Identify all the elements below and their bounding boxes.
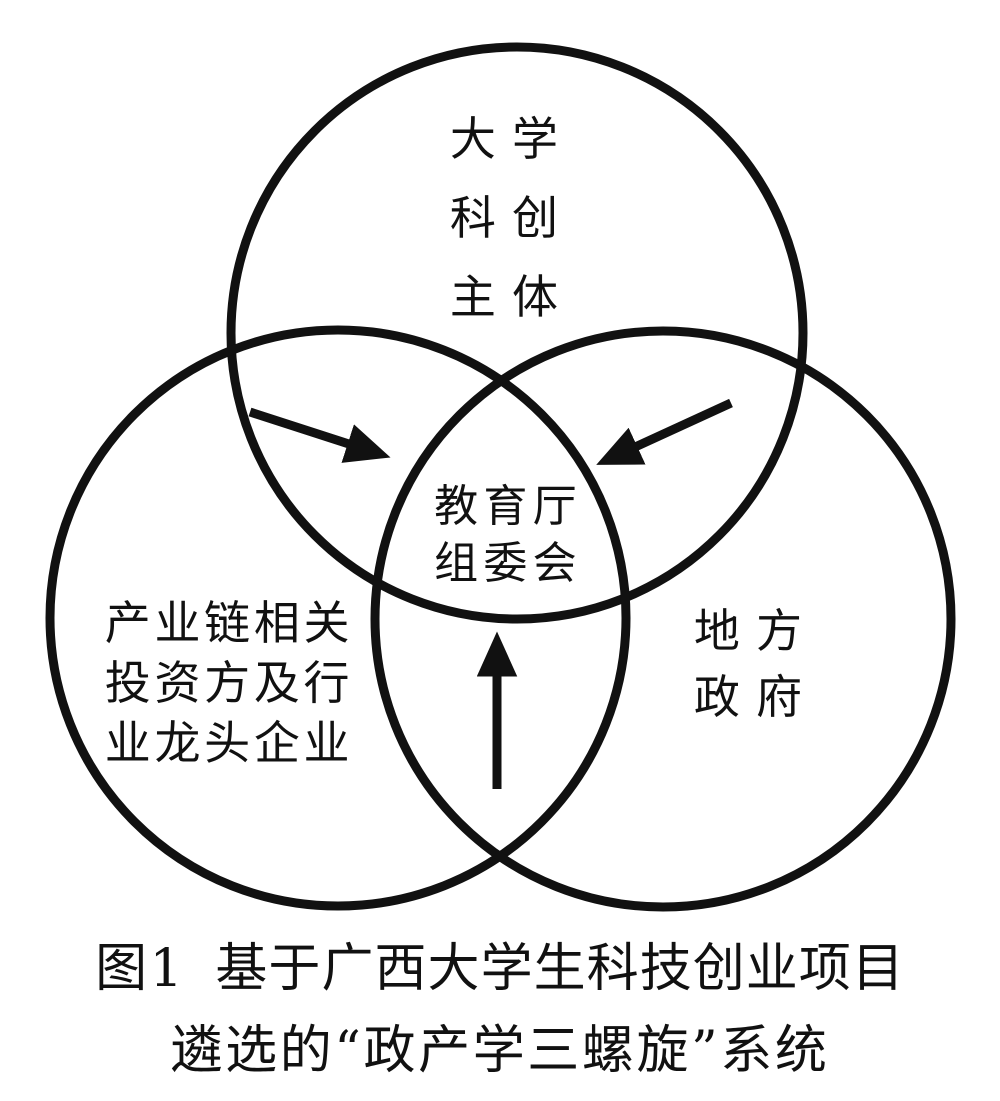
right-circle-label: 地方 政府 [694,598,818,730]
top-circle-label-line3: 主体 [449,270,575,325]
left-circle-label-line1: 产业链相关 [104,596,354,650]
right-circle-label-line1: 地方 [693,604,819,658]
figure-caption-line1: 图1 基于广西大学生科技创业项目 [95,928,905,1010]
left-circle-label-line2: 投资方及行 [104,655,354,710]
center-overlap-label-line1: 教育厅 [434,481,582,532]
figure-caption-line2: 遴选的“政产学三螺旋”系统 [95,1010,905,1092]
right-circle-label-line2: 政府 [693,670,819,725]
center-overlap-label-line2: 组委会 [434,538,582,590]
top-circle-label-line2: 科创 [449,191,575,246]
top-circle-label-line1: 大学 [449,112,575,166]
right-circle [370,326,956,912]
left-circle-label-line3: 业龙头企业 [104,715,354,770]
top-circle-label: 大学 科创 主体 [450,100,574,337]
center-overlap-label: 教育厅 组委会 [434,478,582,592]
figure-title-line1: 基于广西大学生科技创业项目 [215,939,905,999]
figure-title-line2: 遴选的“政产学三螺旋”系统 [170,1021,830,1082]
figure-caption: 图1 基于广西大学生科技创业项目 遴选的“政产学三螺旋”系统 [95,928,905,1092]
figure-number: 图1 [95,939,186,999]
top-circle [226,42,808,624]
left-circle [45,325,631,911]
arrow-right-to-center-icon [596,398,733,465]
arrow-left-to-center-icon [248,407,391,463]
left-circle-label: 产业链相关 投资方及行 业龙头企业 [105,594,353,773]
